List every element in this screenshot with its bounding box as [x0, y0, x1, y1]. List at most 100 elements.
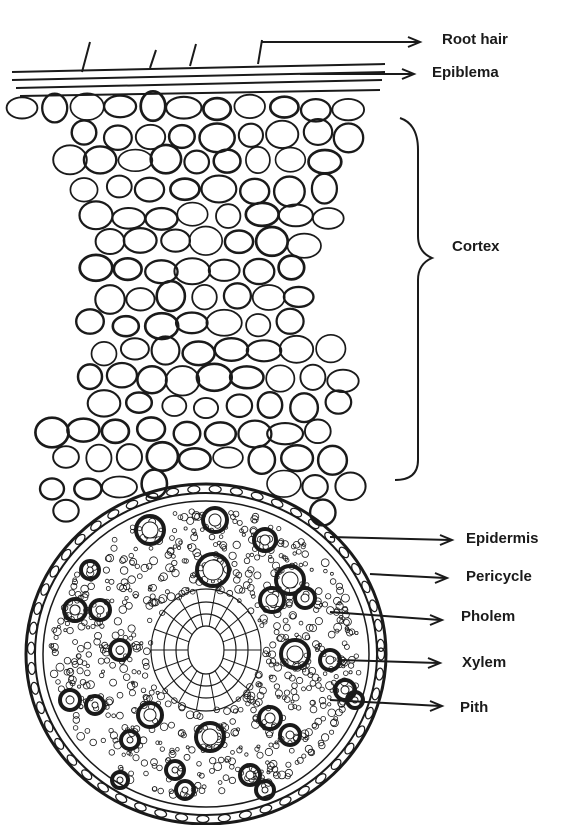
stele-cell — [274, 684, 279, 689]
pericycle-cell — [314, 772, 328, 785]
label-xylem: Xylem — [462, 654, 506, 671]
cortex-cell — [161, 230, 190, 252]
stele-cell — [307, 686, 312, 691]
stele-cell — [334, 675, 338, 679]
stele-cell — [233, 519, 237, 523]
cortex-cell — [35, 418, 68, 448]
stele-cell — [219, 788, 225, 794]
cortex-cell — [107, 176, 132, 198]
cortex-cell — [70, 178, 97, 202]
stele-cell — [296, 706, 301, 711]
pith-wall — [196, 590, 203, 627]
stele-cell — [64, 629, 67, 632]
stele-cell — [112, 537, 117, 542]
cortex-cell — [266, 365, 294, 391]
stele-cell — [242, 533, 245, 536]
stele-cell — [344, 671, 349, 676]
stele-cell — [56, 663, 64, 671]
cortex-cell — [267, 471, 301, 498]
stele-cell — [270, 642, 276, 648]
stele-cell — [302, 687, 306, 691]
cortex-cell — [113, 316, 139, 336]
stele-cell — [91, 624, 95, 628]
cortex-cell — [253, 285, 285, 310]
stele-cell — [266, 732, 272, 738]
cortex-cell — [135, 178, 164, 202]
stele-cell — [86, 652, 91, 657]
cortex-cell — [194, 398, 218, 418]
stele-cell — [165, 590, 169, 594]
cortex-cell — [157, 281, 185, 311]
stele-cell — [342, 641, 347, 646]
stele-cell — [290, 614, 295, 619]
stele-cell — [214, 763, 222, 771]
cortex-cell — [213, 447, 243, 468]
stele-cell — [141, 760, 147, 766]
stele-cell — [188, 544, 196, 552]
cortex-cell — [176, 313, 207, 334]
cortex-cell — [179, 448, 211, 469]
cortex-cell — [146, 208, 178, 230]
stele-cell — [169, 722, 175, 728]
cortex-cell — [88, 390, 121, 416]
stele-cell — [134, 547, 138, 551]
stele-cell — [265, 748, 272, 755]
stele-cell — [151, 685, 156, 690]
stele-cell — [160, 723, 168, 731]
stele-cell — [356, 670, 361, 675]
stele-cell — [328, 709, 336, 717]
stele-cell — [316, 683, 322, 689]
label-pith: Pith — [460, 699, 488, 716]
stele-cell — [54, 635, 58, 639]
stele-cell — [275, 690, 282, 697]
vascular-lumen — [326, 656, 334, 664]
stele-cell — [235, 585, 243, 593]
cortex-cell — [53, 446, 79, 468]
vascular-lumen — [286, 731, 294, 739]
cortex-cell — [304, 119, 332, 145]
cortex-cell — [78, 364, 102, 389]
pith-wall — [209, 590, 216, 627]
pericycle-cells — [27, 485, 384, 822]
pith-wall — [215, 671, 234, 703]
vascular-lumen — [142, 522, 158, 538]
cortex-cell — [152, 336, 180, 364]
stele-cell — [77, 732, 85, 740]
stele-cell — [120, 567, 128, 575]
pith-center — [151, 589, 261, 711]
stele-cell — [266, 761, 270, 765]
stele-cell — [189, 747, 195, 753]
vascular-lumen — [282, 572, 298, 588]
cortex-cell — [70, 93, 103, 120]
stele-cell — [153, 787, 157, 791]
stele-cell — [129, 636, 133, 640]
stele-cell — [292, 683, 298, 689]
pith-wall — [209, 674, 216, 711]
cortex-cells — [7, 91, 366, 525]
stele-cell — [184, 754, 190, 760]
stele-cell — [341, 594, 349, 602]
stele-cell — [159, 595, 167, 603]
cortex-cell — [277, 309, 304, 334]
pericycle-cell — [209, 485, 221, 493]
cortex-cell — [166, 97, 201, 119]
stele-cell — [105, 579, 109, 583]
stele-cell — [176, 748, 180, 752]
cortex-cell — [104, 126, 132, 150]
cortex-cell — [249, 446, 275, 474]
cortex-cell — [145, 313, 178, 339]
vascular-lumen — [266, 594, 278, 606]
vascular-lumen — [127, 737, 133, 743]
vascular-lumen — [203, 560, 223, 580]
cortex-cell — [203, 98, 230, 120]
stele-cell — [231, 751, 235, 755]
stele-cell — [144, 695, 151, 702]
cortex-cell — [102, 420, 129, 443]
stele-cell — [120, 665, 128, 673]
cortex-cell — [334, 123, 363, 152]
stele-cell — [303, 562, 307, 566]
stele-cell — [73, 726, 78, 731]
cortex-cell — [246, 203, 279, 226]
cortex-cell — [183, 342, 215, 366]
